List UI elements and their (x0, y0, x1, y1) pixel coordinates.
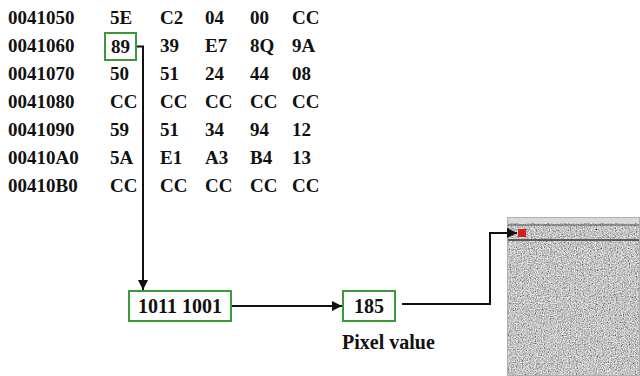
hex-byte: CC (292, 174, 319, 198)
hex-byte: 51 (160, 62, 179, 86)
hex-byte: 59 (110, 118, 129, 142)
memory-address: 0041070 (8, 62, 75, 86)
image-ground (507, 217, 640, 376)
hex-byte: 12 (292, 118, 311, 142)
node-text: 1011 1001 (138, 294, 222, 318)
hex-byte: 24 (205, 62, 224, 86)
hex-byte: E7 (205, 34, 227, 58)
hex-byte: 39 (160, 34, 179, 58)
hex-byte: 8Q (250, 34, 274, 58)
pixel-value-box: 185Pixel value (342, 290, 435, 354)
node-text: 89 (111, 35, 130, 58)
hex-byte: 44 (250, 62, 269, 86)
memory-address: 00410A0 (8, 146, 79, 170)
hex-byte: A3 (205, 146, 228, 170)
hex-byte: CC (205, 90, 232, 114)
hex-byte: 04 (205, 6, 224, 30)
image-row-line (507, 239, 640, 241)
image-row-line (507, 225, 640, 226)
image-border (508, 218, 640, 376)
node-text: 185 (354, 294, 384, 318)
hex-byte: CC (160, 174, 187, 198)
hex-byte: 13 (292, 146, 311, 170)
hex-byte: 51 (160, 118, 179, 142)
flow-arrow (232, 305, 342, 307)
hex-byte: CC (292, 6, 319, 30)
pixel-pointer-arrow (402, 233, 517, 304)
hex-byte: CC (110, 90, 137, 114)
hex-byte: E1 (160, 146, 182, 170)
hex-byte: 00 (250, 6, 269, 30)
highlighted-byte: 89 (104, 32, 137, 61)
hex-byte: B4 (250, 146, 272, 170)
hex-byte: 50 (110, 62, 129, 86)
pixel-marker (518, 229, 526, 237)
memory-address: 0041080 (8, 90, 75, 114)
box-outline: 1011 1001 (128, 290, 232, 322)
memory-address: 0041060 (8, 34, 75, 58)
flow-arrow (137, 47, 143, 291)
memory-address: 0041050 (8, 6, 75, 30)
hex-byte: CC (250, 90, 277, 114)
hex-byte: 94 (250, 118, 269, 142)
hex-byte: 5A (110, 146, 133, 170)
hex-byte: 08 (292, 62, 311, 86)
hex-byte: C2 (160, 6, 183, 30)
hex-byte: CC (110, 174, 137, 198)
hex-byte: CC (205, 174, 232, 198)
box-outline: 89 (104, 32, 137, 61)
memory-address: 00410B0 (8, 174, 78, 198)
grayscale-image (507, 217, 640, 376)
hex-byte: CC (250, 174, 277, 198)
hex-byte: CC (160, 90, 187, 114)
hex-byte: 9A (292, 34, 315, 58)
memory-address: 0041090 (8, 118, 75, 142)
hex-byte: CC (292, 90, 319, 114)
box-outline: 185 (342, 290, 396, 322)
hex-byte: 5E (110, 6, 132, 30)
hex-byte: 34 (205, 118, 224, 142)
binary-box: 1011 1001 (128, 290, 232, 322)
caption-label: Pixel value (342, 330, 435, 354)
